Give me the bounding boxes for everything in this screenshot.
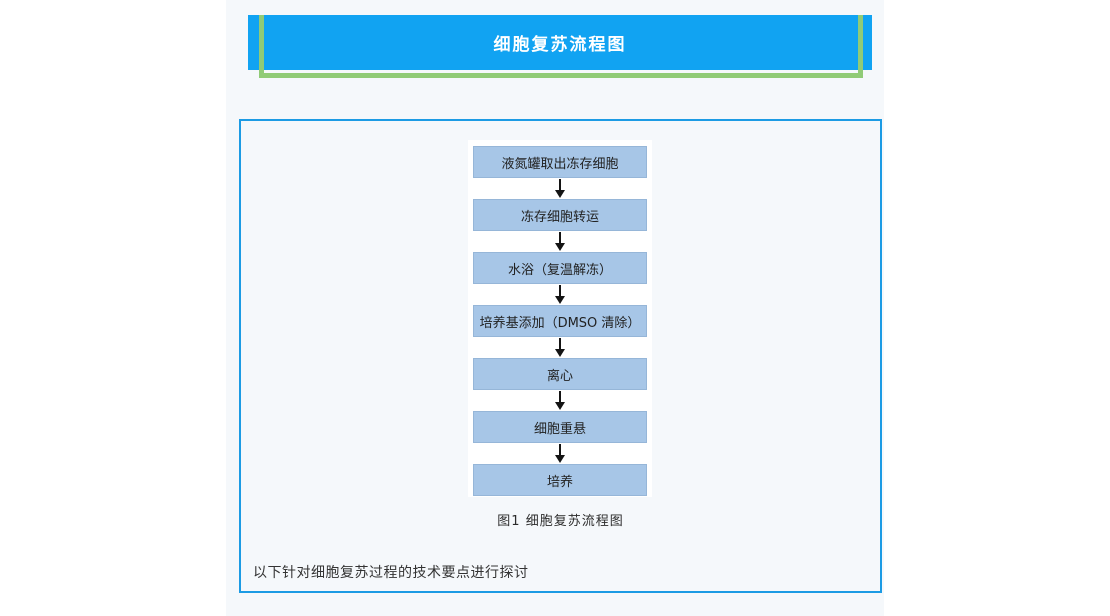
flowchart-figure: 液氮罐取出冻存细胞冻存细胞转运水浴（复温解冻） 培养基添加（DMSO 清除） 离心细… [468,140,652,497]
flow-step: 细胞重悬 [473,411,647,443]
down-arrow-icon [555,178,565,199]
flow-step: 液氮罐取出冻存细胞 [473,146,647,178]
closing-paragraph: 以下针对细胞复苏过程的技术要点进行探讨 [253,565,529,581]
figure-caption: 图1 细胞复苏流程图 [497,514,624,529]
down-arrow-icon [555,443,565,464]
page-title: 细胞复苏流程图 [493,35,627,55]
down-arrow-icon [555,390,565,411]
flow-step: 培养基添加（DMSO 清除） [473,305,647,337]
content-card [239,119,882,593]
down-arrow-icon [555,284,565,305]
header-banner: 细胞复苏流程图 [248,15,872,70]
down-arrow-icon [555,231,565,252]
flow-step: 培养 [473,464,647,496]
down-arrow-icon [555,337,565,358]
flow-step: 离心 [473,358,647,390]
flow-step: 冻存细胞转运 [473,199,647,231]
flow-step: 水浴（复温解冻） [473,252,647,284]
